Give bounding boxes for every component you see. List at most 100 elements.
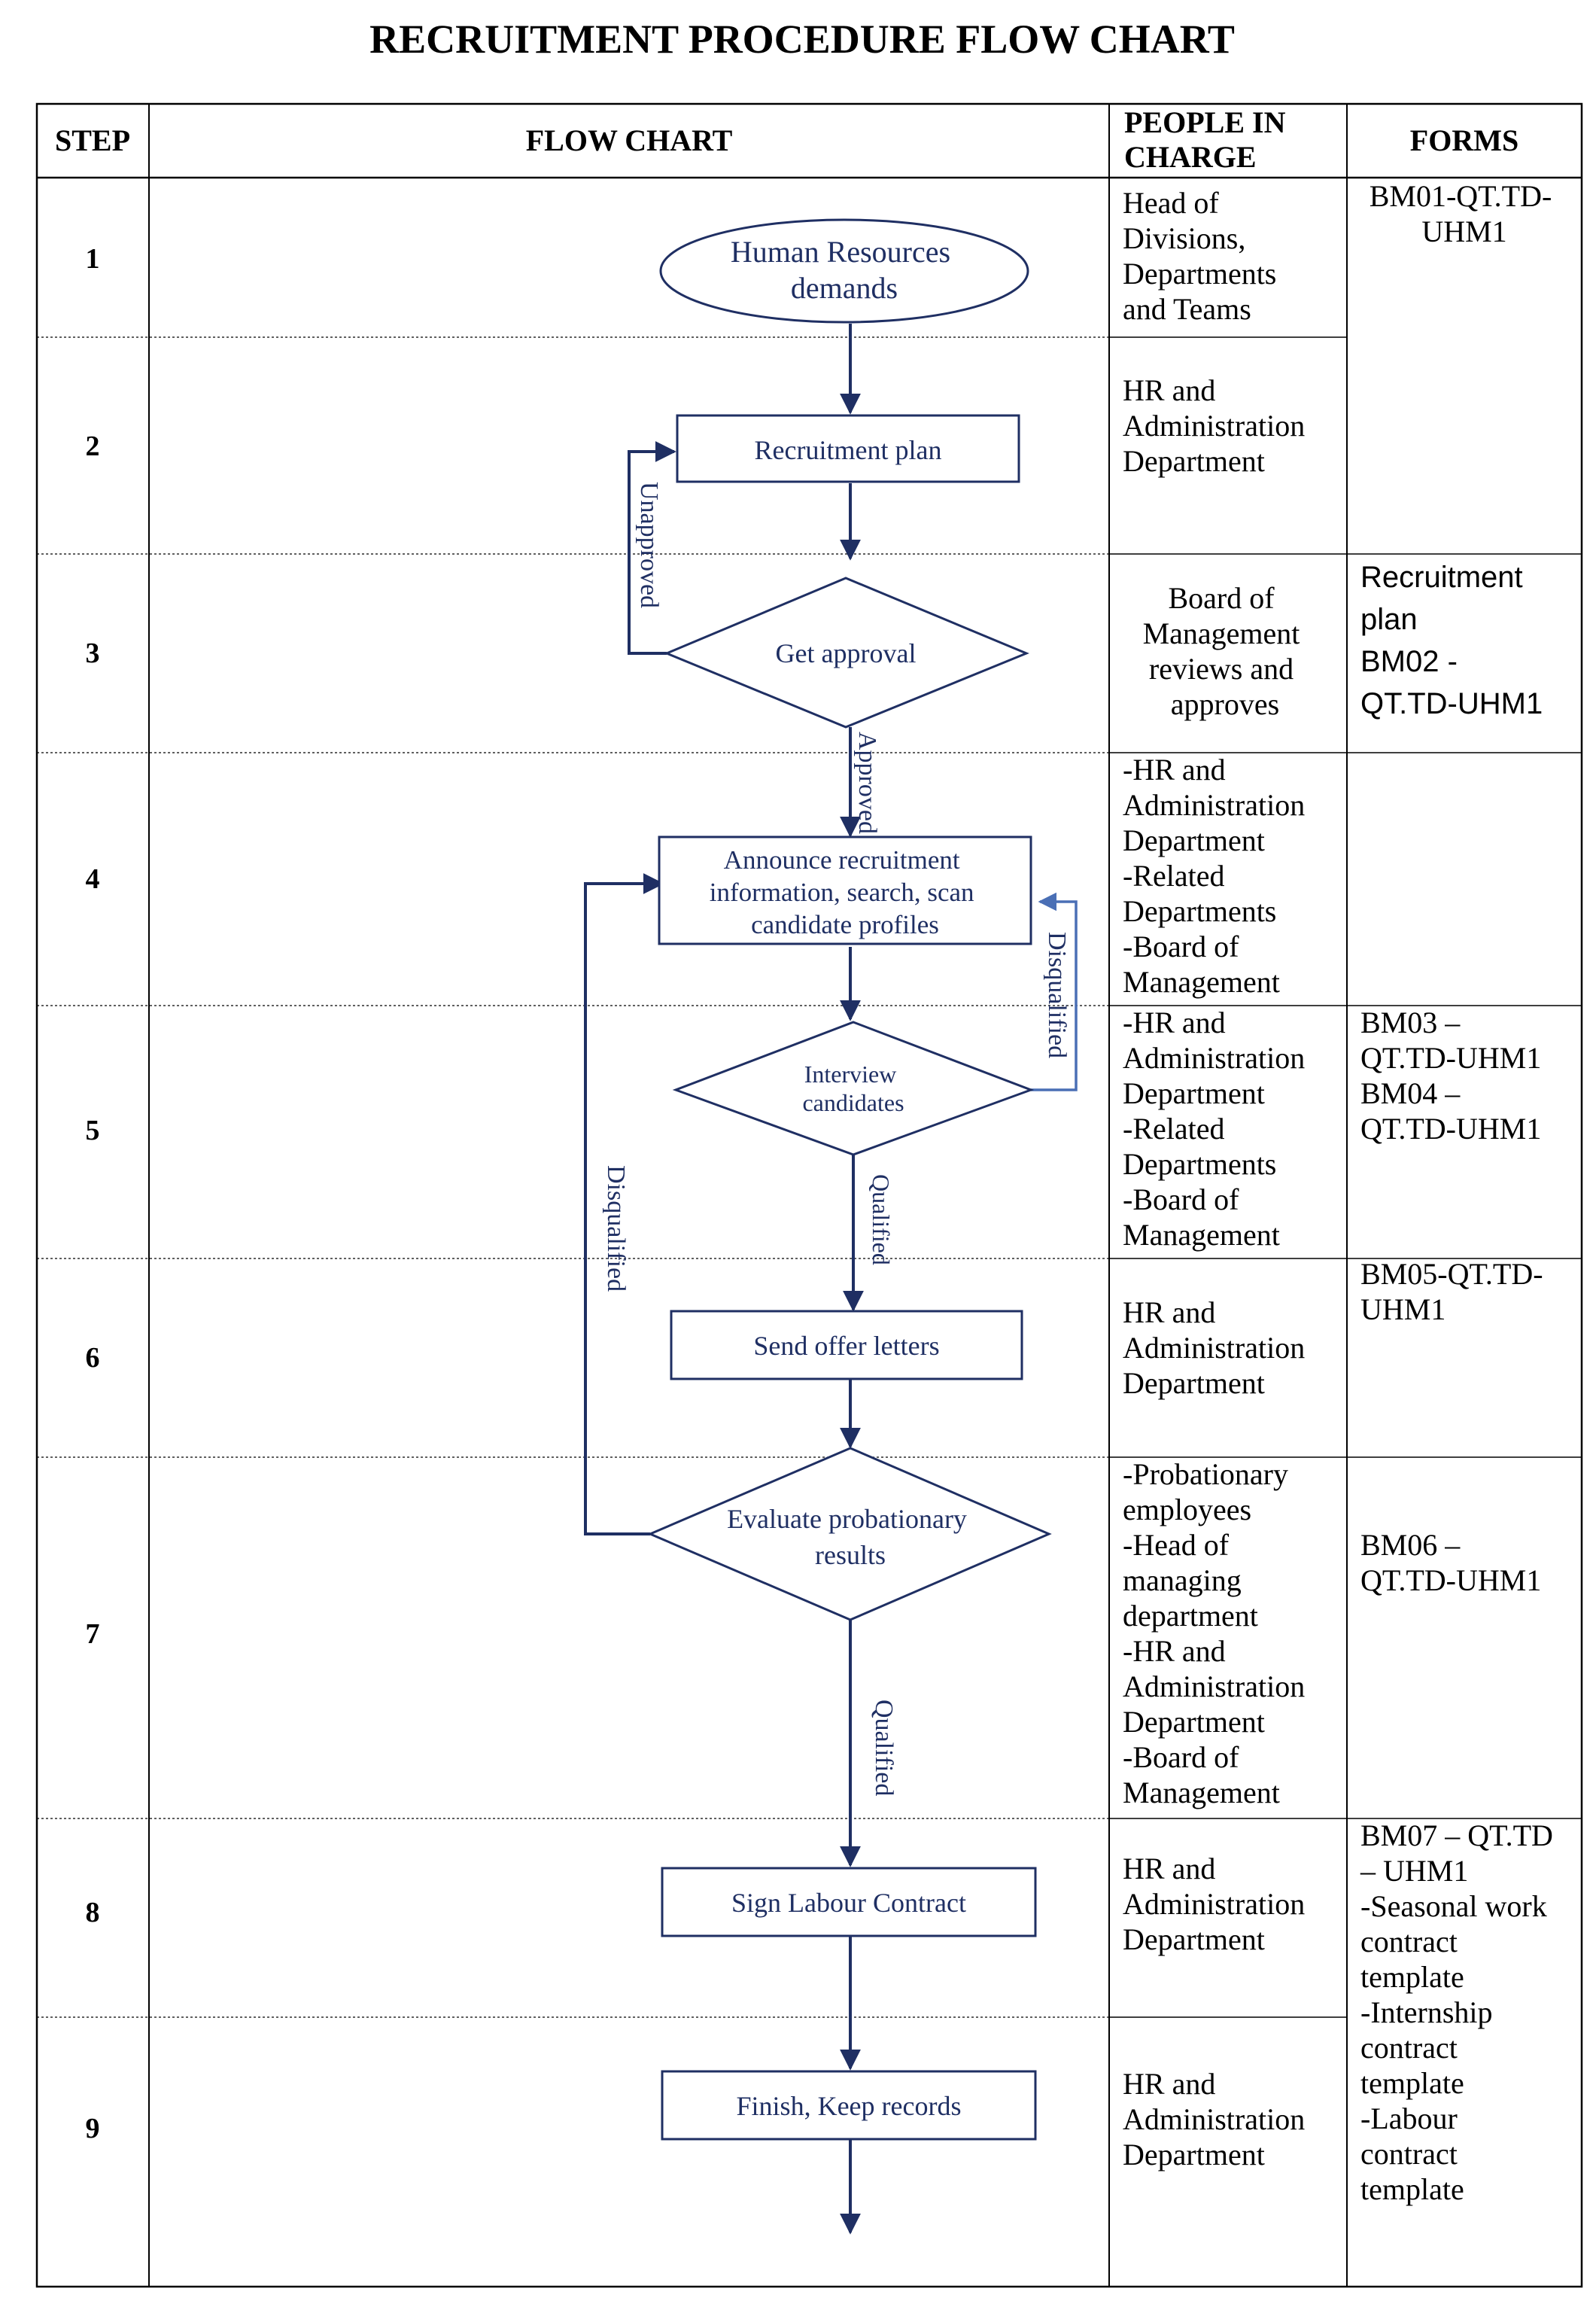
people-line: Department bbox=[1123, 823, 1265, 857]
forms-cell-step-8-9: BM07 – QT.TD – UHM1 -Seasonal work contr… bbox=[1360, 1818, 1561, 2206]
people-line: Management bbox=[1123, 965, 1280, 999]
forms-line: plan bbox=[1360, 603, 1418, 636]
node-announce-line: candidate profiles bbox=[751, 910, 939, 939]
header-people-line: PEOPLE IN bbox=[1124, 105, 1286, 139]
people-line: Department bbox=[1123, 1076, 1265, 1110]
node-announce-line: Announce recruitment bbox=[724, 845, 960, 875]
people-line: Administration bbox=[1123, 1669, 1305, 1703]
people-cell-step-7: -Probationary employees -Head of managin… bbox=[1123, 1457, 1312, 1809]
people-line: HR and bbox=[1123, 1852, 1215, 1885]
forms-line: BM04 – bbox=[1360, 1076, 1461, 1110]
node-start-label: Human Resources demands bbox=[731, 235, 958, 305]
people-line: Administration bbox=[1123, 2102, 1305, 2136]
people-line: employees bbox=[1123, 1493, 1251, 1526]
forms-line: – UHM1 bbox=[1360, 1854, 1468, 1888]
node-send-offer-label: Send offer letters bbox=[753, 1331, 939, 1361]
forms-line: Recruitment bbox=[1360, 561, 1523, 594]
node-evaluate-line: results bbox=[815, 1540, 886, 1570]
people-line: Department bbox=[1123, 2138, 1265, 2171]
forms-line: contract bbox=[1360, 2137, 1458, 2171]
people-line: Department bbox=[1123, 444, 1265, 478]
forms-line: BM02 - bbox=[1360, 645, 1458, 678]
step-number: 3 bbox=[86, 638, 100, 669]
people-line: Department bbox=[1123, 1922, 1265, 1956]
people-line: HR and bbox=[1123, 373, 1215, 407]
forms-cell-step-1: BM01-QT.TD- UHM1 bbox=[1370, 179, 1560, 248]
people-line: -HR and bbox=[1123, 1006, 1226, 1039]
people-cell-step-1: Head of Divisions, Departments and Teams bbox=[1123, 186, 1284, 326]
people-line: Administration bbox=[1123, 409, 1305, 443]
node-finish bbox=[661, 2070, 1037, 2141]
header-people-in-charge: PEOPLE IN CHARGE bbox=[1124, 105, 1293, 174]
forms-line: template bbox=[1360, 2066, 1464, 2100]
node-recruitment-plan-label: Recruitment plan bbox=[755, 435, 942, 465]
forms-cell-step-7: BM06 – QT.TD-UHM1 bbox=[1360, 1528, 1541, 1597]
edge-label-approved: Approved bbox=[853, 732, 881, 834]
node-start-line: Human Resources bbox=[731, 235, 950, 269]
forms-line: BM01-QT.TD- bbox=[1370, 179, 1552, 213]
forms-line: BM05-QT.TD- bbox=[1360, 1257, 1543, 1291]
node-start-line: demands bbox=[791, 271, 898, 305]
people-line: managing bbox=[1123, 1563, 1242, 1597]
people-line: -Board of bbox=[1123, 1740, 1239, 1774]
people-line: Administration bbox=[1123, 1887, 1305, 1921]
edge-label-disqualified-probation: Disqualified bbox=[602, 1165, 630, 1292]
forms-cell-step-6: BM05-QT.TD- UHM1 bbox=[1360, 1257, 1551, 1326]
people-line: -Probationary bbox=[1123, 1457, 1288, 1491]
header-forms: FORMS bbox=[1410, 123, 1518, 157]
forms-line: UHM1 bbox=[1360, 1292, 1446, 1326]
people-line: -HR and bbox=[1123, 1634, 1226, 1668]
node-evaluate-label: Evaluate probationary results bbox=[727, 1504, 974, 1570]
people-cell-step-8: HR and Administration Department bbox=[1123, 1852, 1312, 1956]
people-line: approves bbox=[1171, 687, 1279, 721]
people-line: Departments bbox=[1123, 1147, 1276, 1181]
node-recruitment-plan bbox=[676, 414, 1020, 483]
people-line: Departments bbox=[1123, 894, 1276, 928]
forms-line: BM06 – bbox=[1360, 1528, 1461, 1562]
forms-line: QT.TD-UHM1 bbox=[1360, 1041, 1541, 1075]
forms-cell-step-5: BM03 – QT.TD-UHM1 BM04 – QT.TD-UHM1 bbox=[1360, 1006, 1549, 1146]
people-line: -Board of bbox=[1123, 1182, 1239, 1216]
forms-line: -Labour bbox=[1360, 2101, 1458, 2135]
people-cell-step-3: Board of Management reviews and approves bbox=[1143, 581, 1308, 721]
forms-line: QT.TD-UHM1 bbox=[1360, 687, 1543, 720]
connectors bbox=[584, 324, 864, 2235]
node-sign-contract-label: Sign Labour Contract bbox=[731, 1888, 966, 1918]
people-cell-step-5: -HR and Administration Department -Relat… bbox=[1123, 1006, 1312, 1252]
people-line: Departments bbox=[1123, 257, 1276, 291]
step-number: 8 bbox=[86, 1897, 100, 1928]
node-get-approval bbox=[664, 577, 1029, 729]
node-send-offer bbox=[670, 1310, 1023, 1380]
people-cell-step-2: HR and Administration Department bbox=[1123, 373, 1312, 478]
node-interview bbox=[672, 1021, 1035, 1156]
people-line: reviews and bbox=[1149, 652, 1294, 686]
node-start bbox=[659, 218, 1029, 324]
node-interview-line: candidates bbox=[802, 1089, 904, 1116]
edge-disqualified-probation-loop bbox=[584, 873, 664, 1535]
edge-disqualified-interview-loop bbox=[1031, 892, 1078, 1091]
step-number: 7 bbox=[86, 1618, 100, 1650]
people-line: HR and bbox=[1123, 1295, 1215, 1329]
node-evaluate-line: Evaluate probationary bbox=[727, 1504, 967, 1534]
people-line: Management bbox=[1123, 1218, 1280, 1252]
forms-line: QT.TD-UHM1 bbox=[1360, 1563, 1541, 1597]
node-announce-line: information, search, scan bbox=[710, 878, 974, 907]
people-line: -Head of bbox=[1123, 1528, 1230, 1562]
people-line: Management bbox=[1123, 1776, 1280, 1809]
page-title: RECRUITMENT PROCEDURE FLOW CHART bbox=[369, 17, 1235, 62]
forms-line: BM07 – QT.TD bbox=[1360, 1818, 1553, 1852]
forms-line: template bbox=[1360, 2172, 1464, 2206]
forms-line: contract bbox=[1360, 2031, 1458, 2065]
node-announce bbox=[658, 835, 1032, 945]
forms-line: BM03 – bbox=[1360, 1006, 1461, 1039]
people-cell-step-6: HR and Administration Department bbox=[1123, 1295, 1312, 1400]
edge-label-qualified-interview: Qualified bbox=[868, 1174, 895, 1265]
people-line: Administration bbox=[1123, 1331, 1305, 1365]
edge-label-qualified-probation: Qualified bbox=[870, 1700, 898, 1796]
header-step: STEP bbox=[55, 123, 130, 157]
people-line: Department bbox=[1123, 1705, 1265, 1739]
people-line: Head of bbox=[1123, 186, 1219, 220]
header-flow-chart: FLOW CHART bbox=[526, 123, 733, 157]
step-number: 4 bbox=[86, 863, 100, 895]
